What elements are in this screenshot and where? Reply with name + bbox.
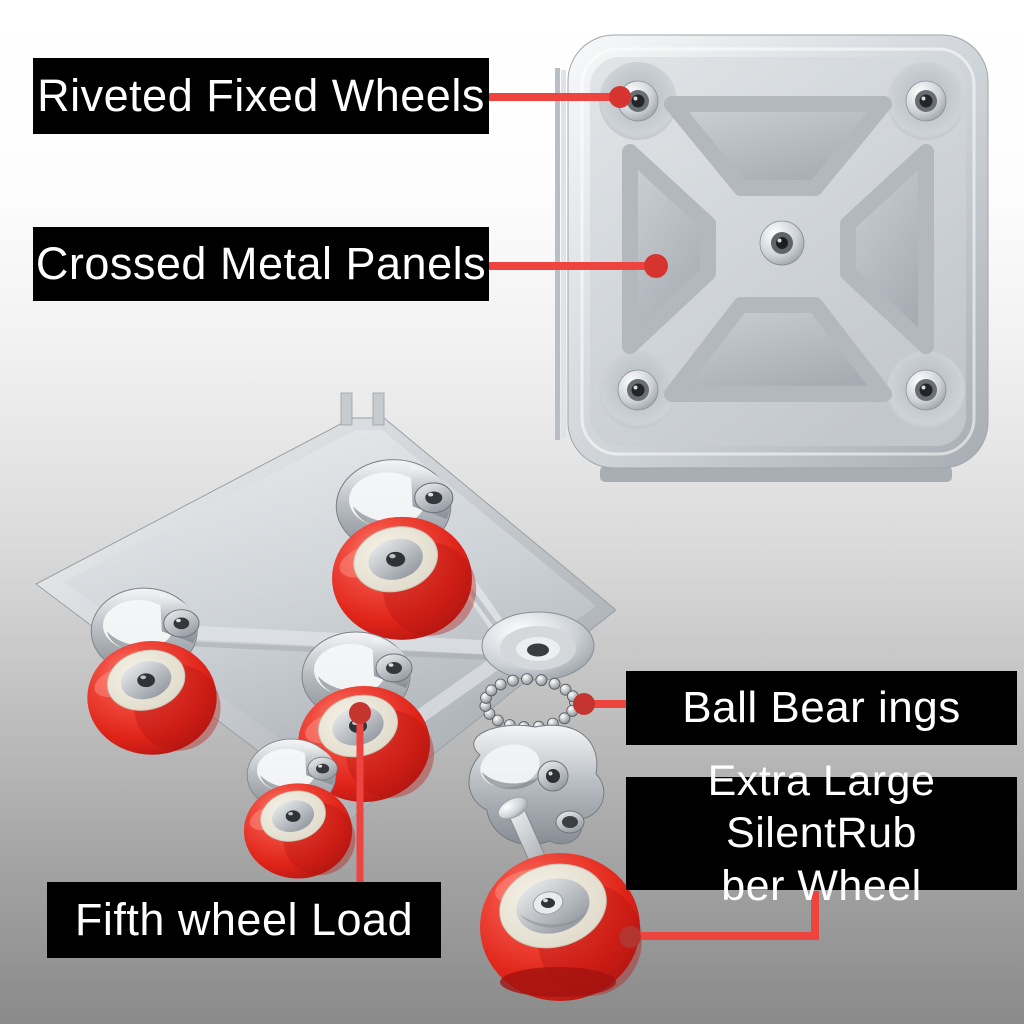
plate-underside-face	[64, 430, 596, 790]
label-text-line2: ber Wheel	[721, 861, 922, 910]
label-crossed-metal-panels: Crossed Metal Panels	[33, 227, 489, 301]
connector-crossed-metal-panels	[489, 254, 668, 278]
corner-notch	[340, 392, 385, 426]
plate-underside-view	[35, 392, 617, 879]
connector-riveted-fixed-wheels	[489, 86, 631, 108]
label-text: Crossed Metal Panels	[35, 238, 487, 289]
extra-large-rubber-wheel	[480, 853, 642, 1001]
connector-dot	[619, 926, 641, 948]
label-fifth-wheel-load: Fifth wheel Load	[47, 882, 441, 958]
connector-dot	[609, 86, 631, 108]
connector-dot	[349, 702, 371, 724]
label-text: Ball Bear ings	[682, 683, 961, 732]
fifth-wheel-mount	[481, 611, 595, 681]
center-rivet	[759, 220, 805, 266]
ball-bearing-ring	[479, 673, 581, 734]
connector-dot	[644, 254, 668, 278]
callout-connectors	[349, 86, 819, 948]
label-text: Fifth wheel Load	[74, 894, 414, 945]
plate-folded-edge-bottom	[600, 466, 952, 482]
label-extra-large-silent-rubber-wheel: Extra Large SilentRub ber Wheel	[626, 757, 1017, 910]
plate-top-view	[555, 34, 989, 482]
connector-fifth-wheel-load	[349, 702, 371, 883]
label-ball-bearings: Ball Bear ings	[626, 671, 1017, 745]
connector-ball-bearings	[573, 693, 627, 715]
label-riveted-fixed-wheels: Riveted Fixed Wheels	[33, 58, 489, 134]
plate-folded-edge-left	[555, 68, 560, 440]
label-text-line1: Extra Large SilentRub	[707, 756, 936, 858]
connector-dot	[573, 693, 595, 715]
exploded-assembly	[468, 673, 642, 1001]
swivel-bracket	[468, 724, 605, 845]
connector-extra-large-wheel	[619, 891, 819, 948]
crossed-metal-panels	[622, 96, 934, 402]
fixed-wheel-rivets	[617, 80, 947, 411]
label-text: Riveted Fixed Wheels	[37, 70, 485, 121]
